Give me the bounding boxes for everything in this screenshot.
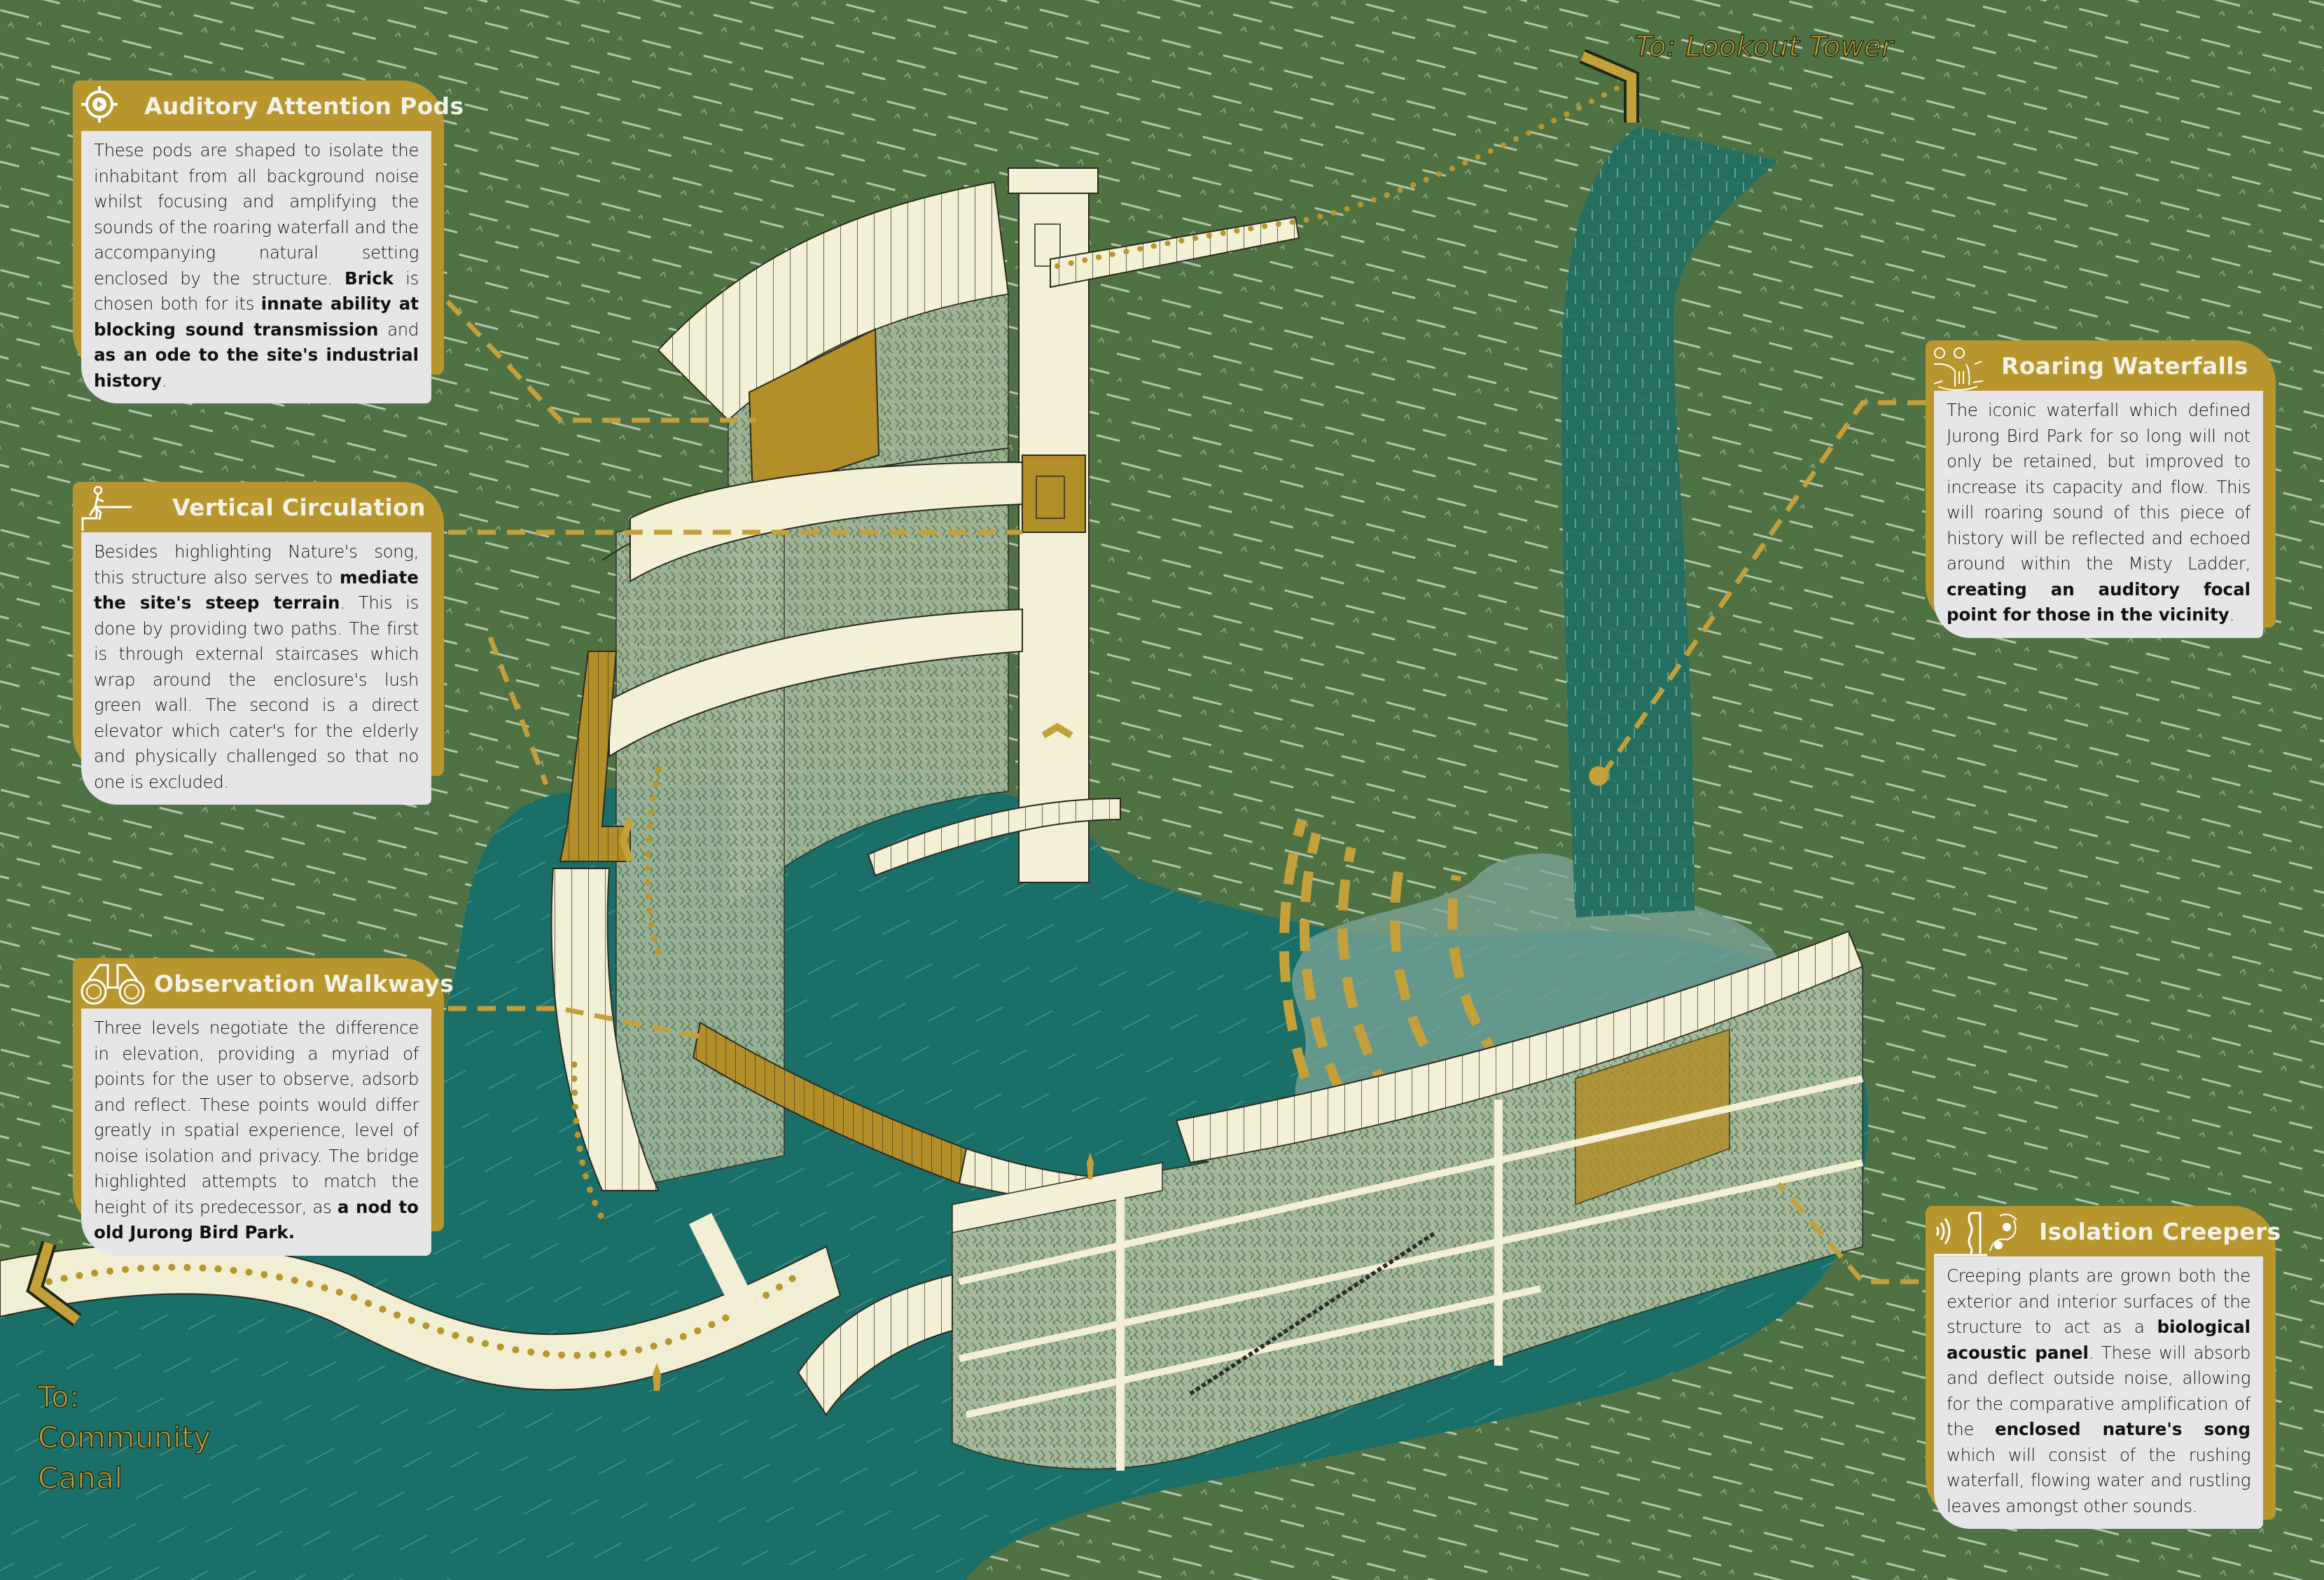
emphasized-text: biological acoustic panel: [1947, 1317, 2250, 1363]
target-play-icon: [81, 86, 118, 123]
callout-body: Besides highlighting Nature's song, this…: [81, 532, 431, 805]
emphasized-text: as an ode to the site's industrial histo…: [94, 345, 419, 391]
body-text: . These will absorb and deflect outside …: [1947, 1342, 2250, 1440]
emphasized-text: mediate the site's steep terrain: [94, 567, 419, 614]
waterfall-focal-dot: [1589, 766, 1608, 786]
waterfall-trees-icon: [1933, 347, 1984, 391]
leader-lines: [425, 278, 1926, 1284]
lookout-route-dots: [1055, 74, 1641, 269]
west-ramp: [550, 868, 660, 1191]
callout-header: Observation Walkways: [73, 958, 454, 1009]
emphasized-text: enclosed nature's song: [1994, 1419, 2250, 1439]
visitor-figure-icon: [1087, 1153, 1094, 1179]
body-text: which will consist of the rushing waterf…: [1947, 1444, 2250, 1516]
waterfall: [1561, 126, 1779, 917]
destination-label-community-canal: To: Community Canal: [37, 1377, 211, 1499]
body-text: Creeping plants are grown both the exter…: [1947, 1266, 2250, 1337]
lookout-bridge: [1050, 216, 1300, 289]
body-text: is chosen both for its: [94, 268, 419, 314]
body-text: The iconic waterfall which defined Juron…: [1947, 400, 2250, 574]
canal-arrow-icon-fill: [29, 1241, 81, 1324]
lower-enclosure-wing: [797, 930, 1864, 1471]
body-text: Besides highlighting Nature's song, this…: [94, 541, 419, 588]
sound-wall-vine-icon: [1934, 1212, 2017, 1256]
callout-body: Creeping plants are grown both the exter…: [1934, 1256, 2263, 1529]
callout-header: Isolation Creepers: [1926, 1206, 2281, 1256]
callout-body: These pods are shaped to isolate the inh…: [81, 131, 431, 403]
canal-connector: [688, 1212, 768, 1337]
callout-title: Roaring Waterfalls: [2001, 352, 2248, 380]
upper-enclosure-wing: [601, 181, 1023, 1191]
stair-up-chevron-icon: [619, 818, 634, 863]
emphasized-text: innate ability at blocking sound transmi…: [94, 293, 419, 340]
canal-path: [0, 1243, 842, 1391]
callout-roaring-waterfalls: Roaring Waterfalls The iconic waterfall …: [1926, 340, 2276, 638]
callout-header: Roaring Waterfalls: [1926, 340, 2276, 391]
callout-auditory-attention-pods: Auditory Attention Pods These pods are s…: [73, 81, 464, 403]
callout-body: The iconic waterfall which defined Juron…: [1934, 391, 2263, 638]
elevator-tower: [1008, 167, 1099, 883]
body-text: These pods are shaped to isolate the inh…: [94, 140, 419, 289]
callout-title: Observation Walkways: [154, 969, 454, 997]
emphasized-text: a nod to old Jurong Bird Park.: [94, 1196, 419, 1243]
body-text: and: [378, 319, 419, 340]
callout-vertical-circulation: Vertical Circulation Besides highlightin…: [73, 482, 444, 805]
stair-route-dots: [644, 767, 662, 956]
callout-title: Isolation Creepers: [2039, 1217, 2281, 1245]
callout-body: Three levels negotiate the difference in…: [81, 1009, 431, 1256]
callout-header: Vertical Circulation: [73, 482, 444, 532]
destination-label-lookout-tower: To: Lookout Tower: [1634, 30, 1894, 63]
canal-label-line-2: Community: [37, 1420, 211, 1455]
gold-staircase: [559, 651, 631, 862]
west-route-dots: [571, 1061, 606, 1222]
person-climbing-stairs-icon: [81, 485, 132, 531]
body-text: .: [162, 370, 167, 391]
tower-up-chevron-icon: [1041, 723, 1073, 739]
callout-isolation-creepers: Isolation Creepers Creeping plants are g…: [1926, 1206, 2281, 1529]
callout-observation-walkways: Observation Walkways Three levels negoti…: [73, 958, 454, 1256]
upper-ring-walkway: [867, 797, 1121, 877]
callout-header: Auditory Attention Pods: [73, 81, 464, 131]
canal-label-line-1: To:: [37, 1379, 80, 1414]
callout-title: Vertical Circulation: [172, 493, 426, 521]
canal-label-line-3: Canal: [37, 1460, 123, 1495]
body-text: Three levels negotiate the difference in…: [94, 1018, 419, 1217]
binoculars-icon: [81, 964, 145, 1005]
emphasized-text: Brick: [345, 268, 394, 289]
lookout-arrow-icon-fill: [1580, 51, 1636, 123]
body-text: . This is done by providing two paths. T…: [94, 592, 419, 792]
emphasized-text: creating an auditory focal point for tho…: [1947, 578, 2250, 625]
visitor-figure-icon: [653, 1363, 661, 1391]
canal-path-dots: [46, 1263, 802, 1359]
body-text: .: [2229, 604, 2235, 625]
callout-title: Auditory Attention Pods: [144, 92, 464, 120]
